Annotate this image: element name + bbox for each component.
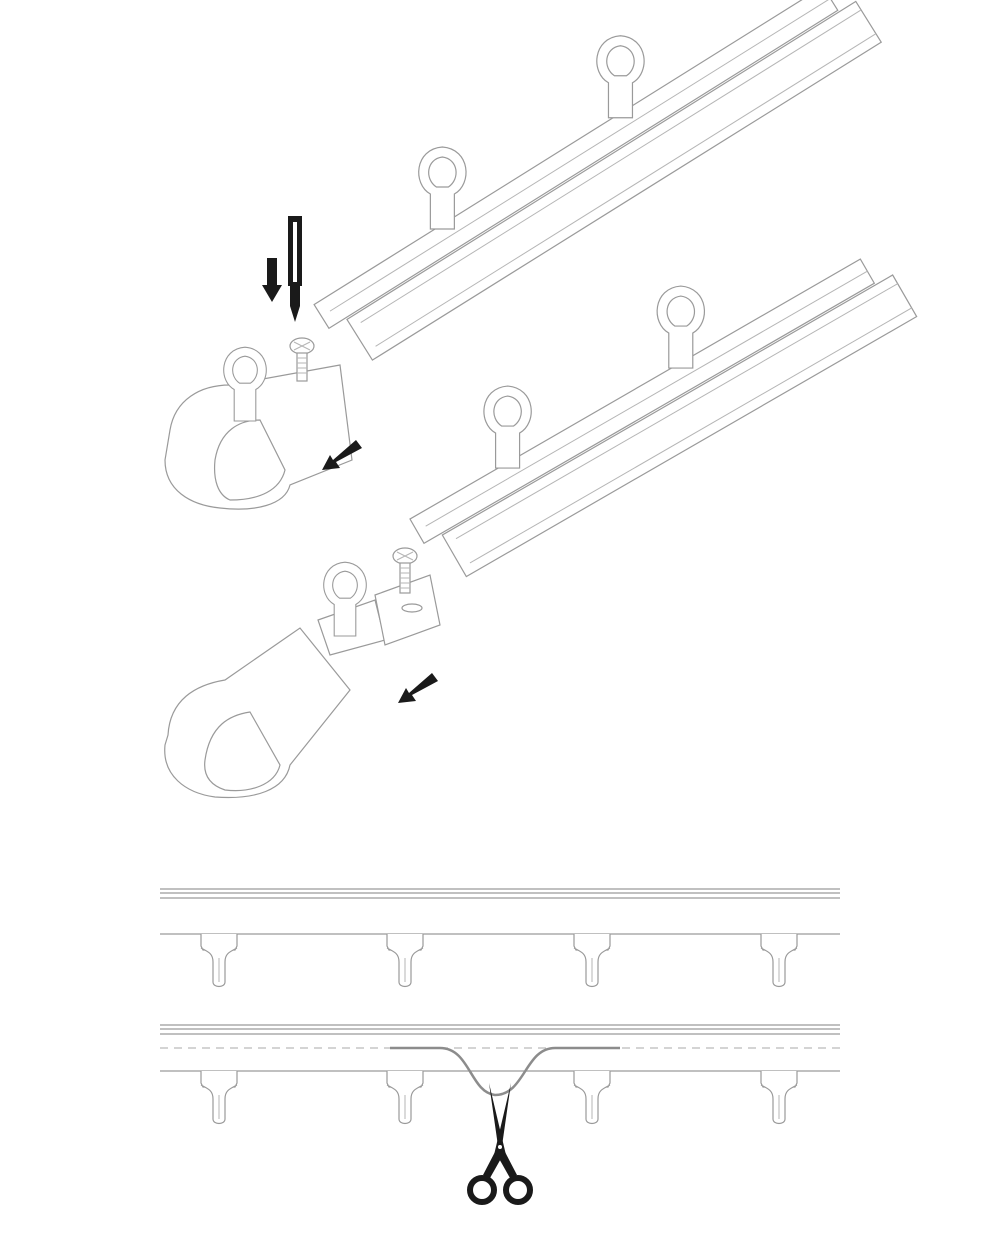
arrow-diagonal-icon	[322, 440, 362, 470]
track-front-view-lower	[160, 1024, 840, 1125]
track-front-view-upper	[160, 888, 840, 988]
cord	[390, 1046, 620, 1097]
track-rail-lower	[409, 258, 918, 578]
screw-icon	[392, 547, 418, 594]
screw-icon	[289, 337, 315, 382]
arrow-down-icon	[262, 258, 282, 302]
arrow-diagonal-icon	[398, 673, 438, 703]
end-cap-upper	[164, 346, 353, 510]
pin-icon	[288, 216, 302, 322]
track-rail-upper	[313, 0, 883, 361]
mounting-bracket	[317, 561, 441, 656]
end-cap-lower	[164, 627, 351, 799]
scissors-icon	[467, 1083, 533, 1205]
